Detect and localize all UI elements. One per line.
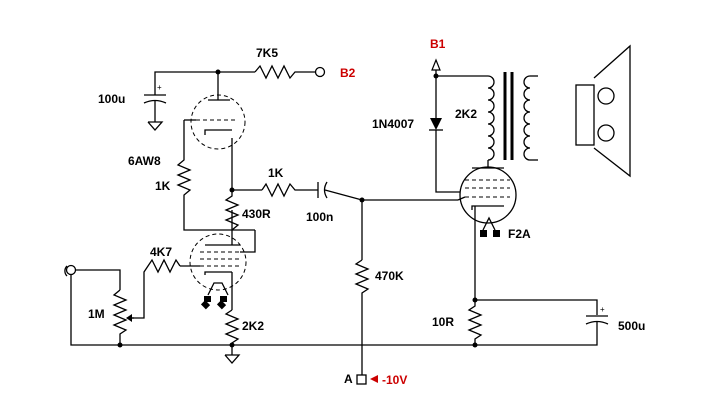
b1-supply-wire — [435, 70, 488, 77]
label-1m: 1M — [88, 307, 105, 321]
triode-envelope — [190, 94, 246, 150]
resistor-1k-mid — [261, 182, 318, 198]
speaker-magnet — [575, 84, 595, 146]
triode-cathode — [204, 129, 232, 135]
output-heater — [482, 216, 496, 231]
label-node-a: A — [344, 372, 353, 386]
pentode-envelope — [189, 233, 247, 291]
label-10r: 10R — [432, 315, 454, 329]
b2-terminal — [314, 66, 326, 78]
resistor-2k2-cathode — [224, 309, 240, 345]
junction-dot — [229, 342, 235, 348]
label-4k7: 4K7 — [150, 245, 172, 259]
heater-pin — [200, 300, 211, 310]
heater-pin — [204, 296, 211, 302]
resistor-4k7 — [128, 258, 181, 319]
cap-100u-plate-bottom — [143, 99, 167, 104]
heater-pin — [480, 230, 487, 237]
b1-terminal — [431, 58, 441, 71]
resistor-10r — [467, 300, 483, 345]
bias-arrow — [370, 375, 378, 383]
input-wire — [75, 269, 121, 290]
cap-plus-sign: + — [600, 305, 605, 314]
label-1k-mid: 1K — [268, 166, 284, 180]
bias-terminal — [356, 374, 367, 385]
cap-plus-sign: + — [157, 83, 162, 92]
resistor-7k5 — [254, 64, 315, 80]
output-cathode — [471, 205, 504, 210]
label-f2a: F2A — [508, 227, 531, 241]
transformer-primary-coil — [487, 75, 495, 161]
transformer-secondary-coil — [523, 75, 531, 161]
b2-supply-wire — [154, 71, 255, 95]
cap-500u-plate-bottom — [585, 320, 609, 325]
wire — [435, 130, 460, 193]
resistor-1k-left — [176, 120, 233, 231]
resistor-430r — [224, 190, 240, 231]
label-430r: 430R — [242, 207, 271, 221]
output-grid-lead — [457, 196, 466, 201]
pot-wiper-arrow — [126, 314, 132, 322]
label-1k-left: 1K — [155, 179, 171, 193]
label-bias: -10V — [382, 373, 407, 387]
label-2k2-cathode: 2K2 — [242, 319, 264, 333]
pentode-heater — [207, 282, 229, 296]
label-500u: 500u — [618, 319, 645, 333]
ground-symbol-2 — [224, 354, 241, 364]
label-100u: 100u — [98, 92, 125, 106]
ground-bus — [70, 275, 598, 346]
heater-pin — [216, 300, 227, 310]
label-7k5: 7K5 — [256, 46, 278, 60]
cap-100n-plate-right — [323, 181, 328, 199]
label-100n: 100n — [306, 210, 333, 224]
label-2k2-out: 2K2 — [455, 107, 477, 121]
label-b2: B2 — [340, 66, 356, 80]
junction-dot — [117, 342, 123, 348]
diode-1n4007 — [430, 118, 442, 130]
pentode-screen-lead — [240, 230, 256, 253]
potentiometer-1m — [112, 289, 128, 345]
ground-symbol-1 — [147, 121, 164, 131]
input-jack — [65, 264, 77, 276]
input-jack-outline — [64, 265, 68, 277]
label-6aw8: 6AW8 — [128, 154, 161, 168]
speaker-terminal — [597, 124, 615, 142]
output-tube-envelope — [459, 166, 517, 224]
label-b1: B1 — [430, 37, 446, 51]
speaker-terminal — [597, 87, 615, 105]
speaker-cone — [593, 44, 631, 178]
label-1n4007: 1N4007 — [372, 117, 414, 131]
heater-pin — [220, 296, 227, 302]
heater-pin — [493, 230, 500, 237]
label-470k: 470K — [375, 269, 404, 283]
output-cathode-wire — [474, 206, 598, 315]
resistor-470k — [354, 259, 370, 375]
pentode-cathode — [204, 271, 232, 275]
